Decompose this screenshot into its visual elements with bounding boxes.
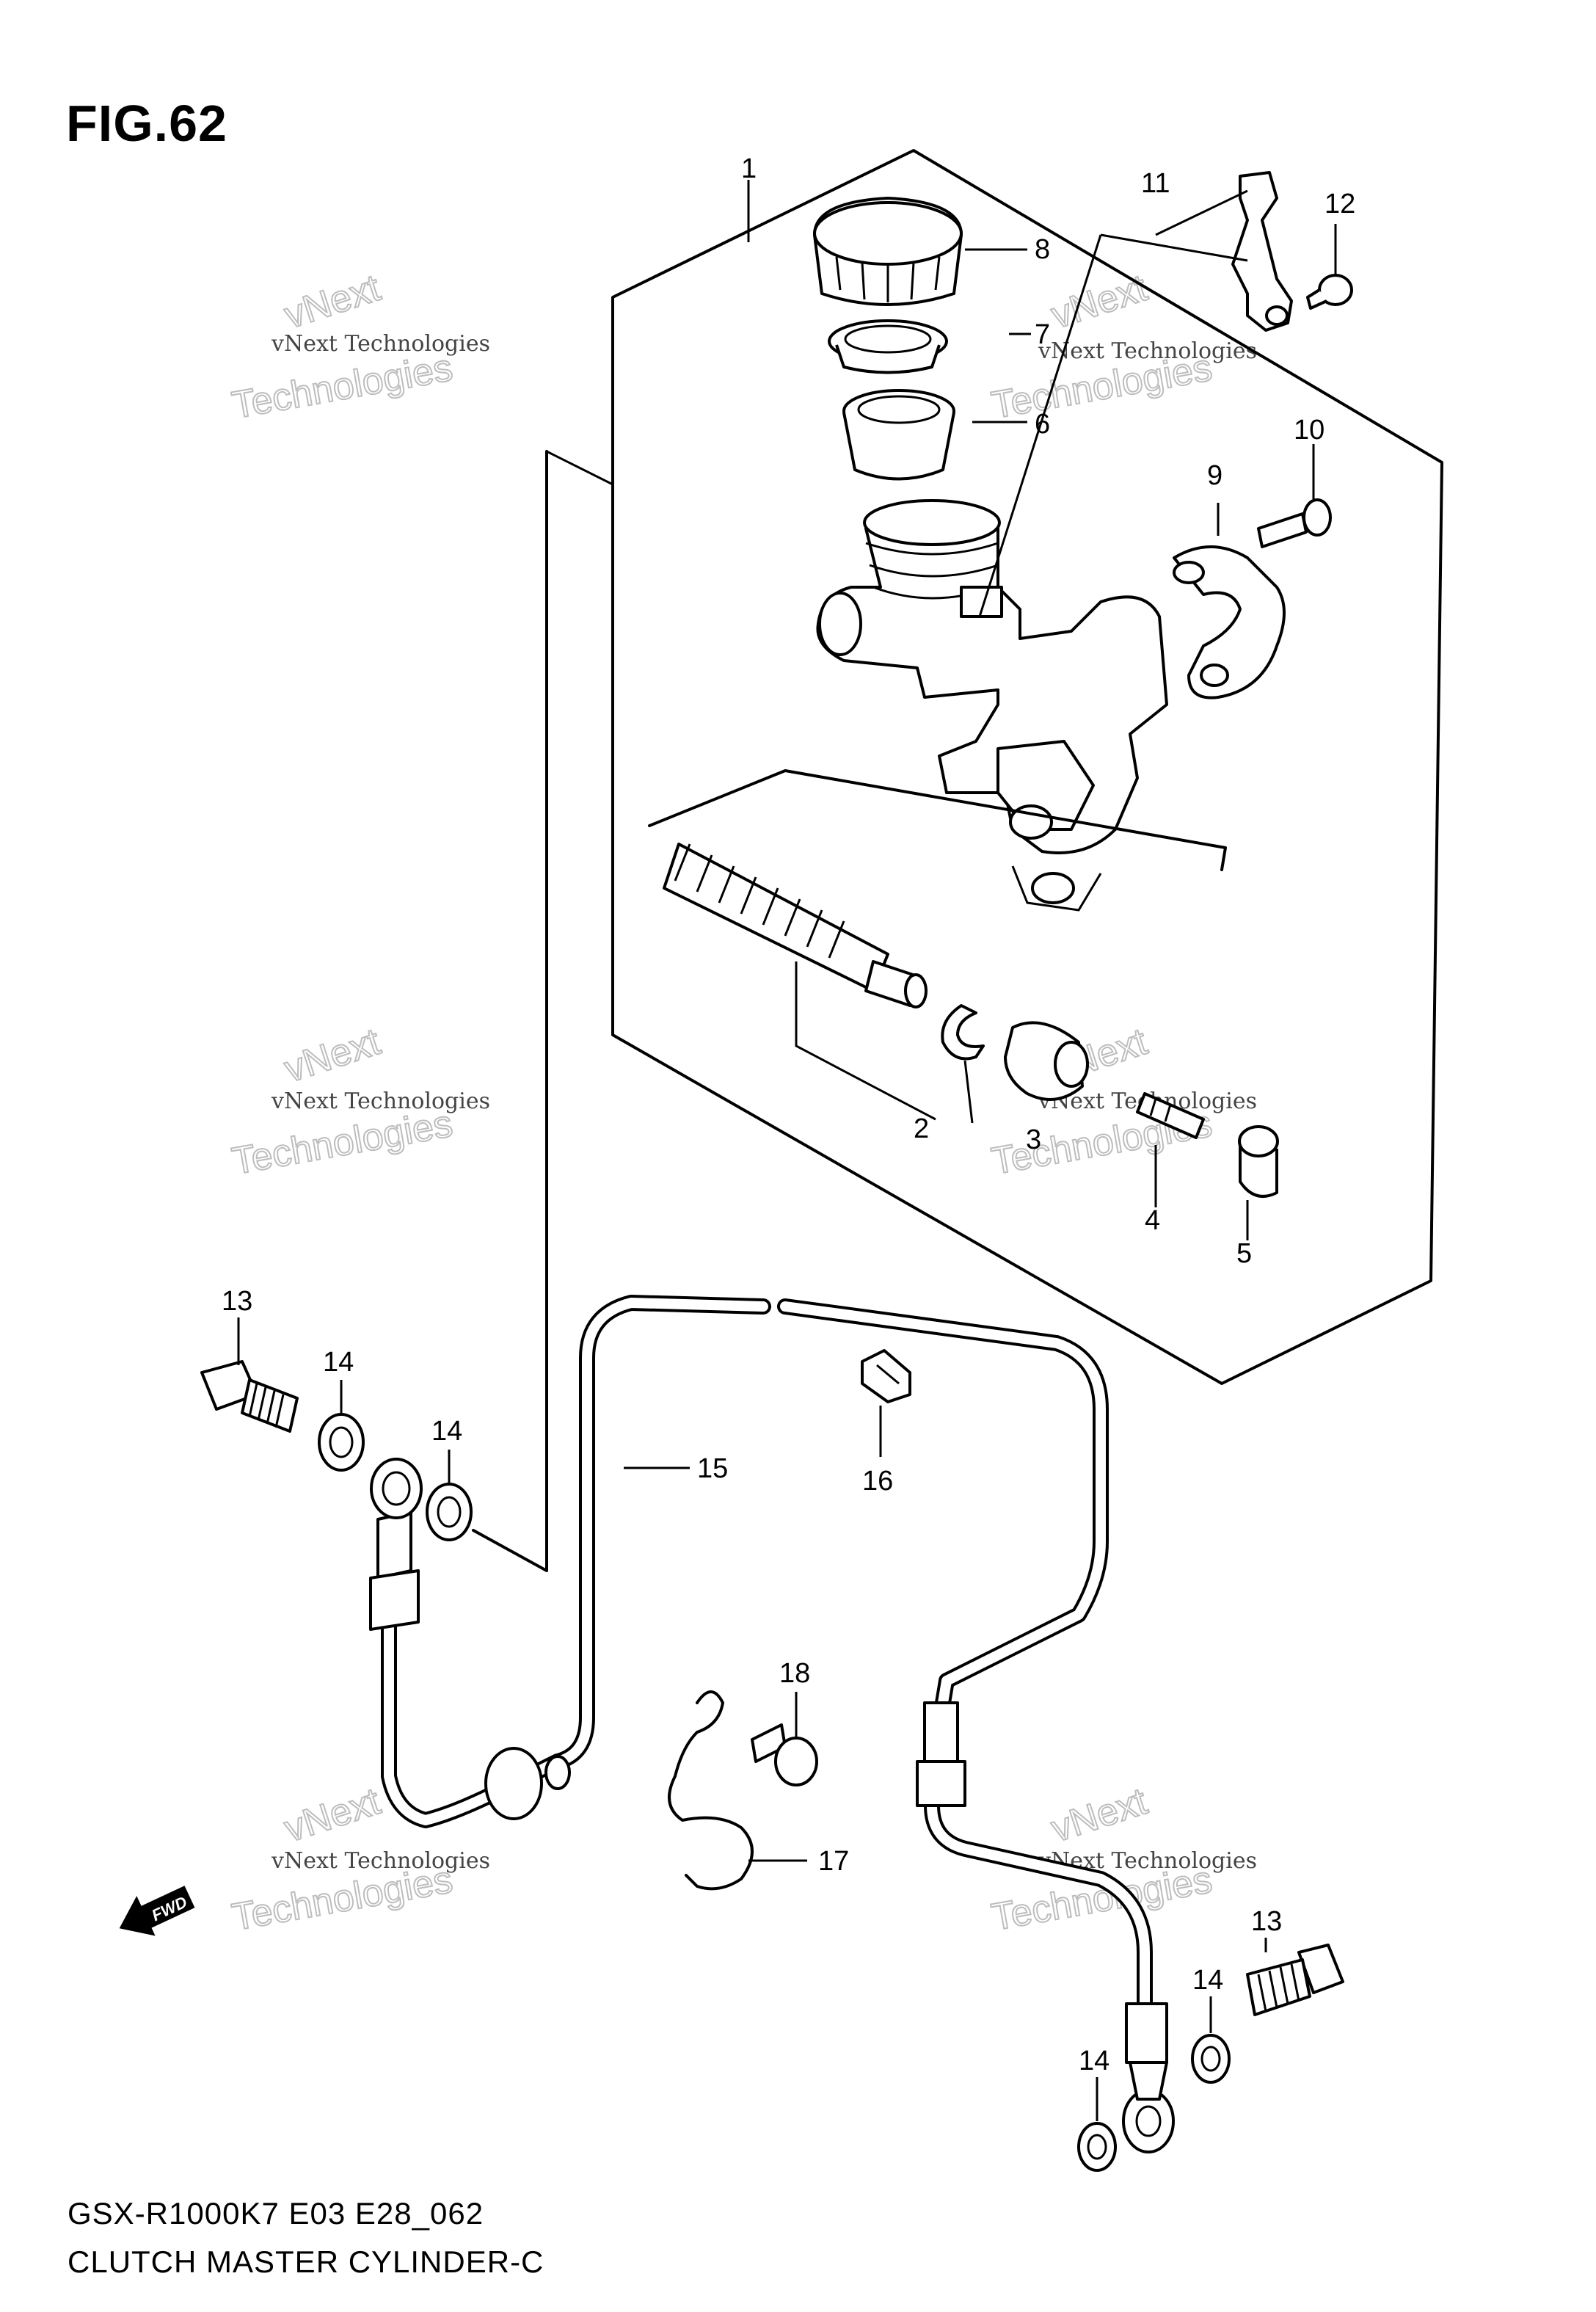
- callout-13-right: 13: [1251, 1906, 1282, 1937]
- callout-11: 11: [1141, 168, 1170, 199]
- hose-reference-line: [472, 450, 548, 1572]
- leader-lines-box: [747, 180, 1337, 1240]
- callout-17: 17: [818, 1846, 849, 1877]
- svg-text:vNext: vNext: [280, 1020, 386, 1091]
- svg-text:vNext: vNext: [1046, 1780, 1153, 1850]
- handlebar-clamp: [1173, 545, 1286, 699]
- washer-c: [1191, 2034, 1231, 2084]
- dust-boot: [1004, 1021, 1089, 1101]
- callout-2: 2: [914, 1113, 929, 1144]
- diaphragm: [842, 389, 955, 481]
- watermark-top-right: vNext vNext Technologies Technologies: [988, 266, 1257, 428]
- svg-text:vNext Technologies: vNext Technologies: [271, 331, 490, 357]
- hose-clamp: [861, 1349, 911, 1403]
- clutch-hose: [381, 1295, 1153, 2019]
- switch-bracket: [1231, 171, 1293, 332]
- callout-4: 4: [1145, 1205, 1160, 1236]
- washer-d: [1077, 2122, 1117, 2172]
- piston-spring: [663, 843, 928, 1008]
- hose-fitting-right-top: [916, 1701, 966, 1807]
- hose-guide-spring: [668, 1690, 754, 1891]
- assembly-outline: [611, 149, 1443, 1385]
- banjo-bolt-left: [200, 1360, 299, 1433]
- svg-text:vNext: vNext: [280, 266, 386, 337]
- hose-fitting-right-bottom: [1122, 2002, 1175, 2153]
- svg-text:vNext Technologies: vNext Technologies: [271, 1088, 490, 1114]
- leader-box-top: [546, 450, 613, 486]
- callout-8: 8: [1035, 234, 1050, 265]
- washer-c-hole: [1200, 2046, 1221, 2072]
- callout-7: 7: [1035, 319, 1050, 350]
- figure-title: FIG.62: [66, 95, 227, 152]
- callout-18: 18: [779, 1658, 810, 1689]
- circlip: [941, 1004, 985, 1061]
- reservoir-cap: [813, 197, 963, 306]
- piston-subbox: [648, 769, 1227, 871]
- diagram-subtitle: CLUTCH MASTER CYLINDER-C: [68, 2244, 544, 2279]
- callout-6: 6: [1035, 409, 1050, 440]
- master-cylinder-body: [816, 499, 1168, 912]
- svg-text:vNext: vNext: [280, 1780, 386, 1850]
- washer-a-hole: [329, 1426, 354, 1458]
- washer-a: [318, 1413, 365, 1472]
- callout-16: 16: [862, 1466, 893, 1497]
- svg-text:vNext: vNext: [1046, 266, 1153, 337]
- watermark-top-left: vNext vNext Technologies Technologies: [228, 266, 490, 428]
- callout-14-b: 14: [431, 1416, 462, 1447]
- callout-14-d: 14: [1079, 2046, 1109, 2076]
- bracket-screw: [1306, 274, 1353, 310]
- callout-10: 10: [1294, 415, 1324, 446]
- banjo-bolt-right: [1246, 1944, 1344, 2016]
- callout-5: 5: [1236, 1238, 1252, 1269]
- washer-b-hole: [437, 1496, 462, 1528]
- callout-14-c: 14: [1192, 1965, 1223, 1996]
- svg-text:vNext Technologies: vNext Technologies: [1038, 338, 1257, 364]
- model-code: GSX-R1000K7 E03 E28_062: [68, 2196, 484, 2231]
- push-rod: [1136, 1092, 1205, 1139]
- callout-13-left: 13: [222, 1286, 252, 1317]
- svg-text:vNext Technologies: vNext Technologies: [271, 1848, 490, 1874]
- washer-d-hole: [1087, 2134, 1107, 2160]
- svg-text:Technologies: Technologies: [229, 1102, 456, 1183]
- clamp-bolt: [1257, 498, 1332, 548]
- leader-lines-outside: [237, 1317, 1267, 2121]
- hose-fitting-left: [369, 1458, 423, 1631]
- fwd-arrow-icon: FWD: [119, 1886, 195, 1936]
- washer-b: [426, 1483, 473, 1541]
- callout-15: 15: [697, 1453, 728, 1484]
- watermark-middle-left: vNext vNext Technologies Technologies: [228, 1019, 490, 1184]
- callout-14-a: 14: [323, 1347, 354, 1378]
- svg-text:Technologies: Technologies: [229, 346, 456, 427]
- rod-cap: [1238, 1125, 1279, 1198]
- guide-bolt: [751, 1723, 818, 1786]
- callout-12: 12: [1324, 189, 1355, 219]
- diaphragm-plate: [828, 319, 948, 374]
- callout-3: 3: [1026, 1124, 1041, 1155]
- callout-1: 1: [741, 153, 757, 184]
- callout-9: 9: [1207, 460, 1222, 491]
